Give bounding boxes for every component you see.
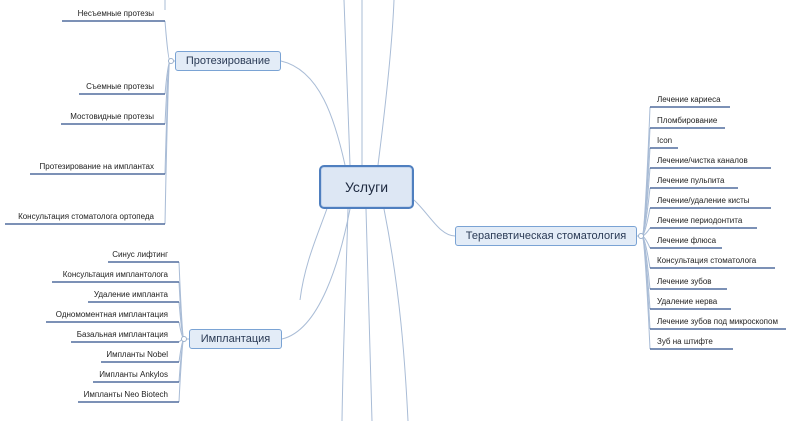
implantation-item[interactable]: Импланты Ankylos [99, 370, 168, 379]
therapy-item[interactable]: Лечение/удаление кисты [657, 196, 750, 205]
implantation-collapse-knob [181, 336, 187, 342]
therapy-item[interactable]: Лечение зубов под микроскопом [657, 317, 778, 326]
connector-offscreen-5 [365, 208, 373, 421]
topic-therapeutic-dentistry[interactable]: Терапевтическая стоматология [455, 226, 637, 246]
therapy-item[interactable]: Лечение зубов [657, 277, 712, 286]
central-topic[interactable]: Услуги [319, 165, 414, 209]
connector-therapy [413, 199, 456, 237]
prosthetics-bracket [164, 20, 171, 62]
prosthetics-collapse-knob [168, 58, 174, 64]
prosthetics-bracket [164, 60, 171, 225]
therapy-item[interactable]: Icon [657, 136, 673, 145]
implantation-item[interactable]: Импланты Neo Biotech [83, 390, 168, 399]
implantation-item[interactable]: Удаление импланта [93, 290, 168, 299]
prosthetics-item[interactable]: Несъемные протезы [77, 9, 154, 18]
implantation-item[interactable]: Синус лифтинг [112, 250, 168, 259]
therapy-item[interactable]: Лечение пульпита [657, 176, 725, 185]
connector-offscreen-4 [341, 208, 349, 421]
prosthetics-item[interactable]: Съемные протезы [86, 82, 154, 91]
therapy-item[interactable]: Удаление нерва [657, 297, 718, 306]
implantation-item[interactable]: Импланты Nobel [106, 350, 168, 359]
therapy-item[interactable]: Лечение кариеса [657, 95, 721, 104]
topic-implantation[interactable]: Имплантация [189, 329, 282, 349]
connector-prosthetics [280, 60, 346, 166]
connector-implantation [281, 208, 351, 340]
therapy-item[interactable]: Зуб на штифте [657, 337, 713, 346]
connector-offscreen-1 [343, 0, 351, 166]
therapy-bracket [641, 235, 651, 350]
therapy-item[interactable]: Консультация стоматолога [657, 256, 757, 265]
implantation-item[interactable]: Консультация имплантолога [62, 270, 168, 279]
connector-offscreen-7 [299, 199, 331, 301]
implantation-item[interactable]: Одномоментная имплантация [55, 310, 168, 319]
topic-prosthetics[interactable]: Протезирование [175, 51, 281, 71]
therapy-item[interactable]: Лечение/чистка каналов [657, 156, 748, 165]
prosthetics-item[interactable]: Протезирование на имплантах [39, 162, 154, 171]
implantation-item[interactable]: Базальная имплантация [76, 330, 168, 339]
connector-offscreen-6 [383, 208, 409, 421]
therapy-item[interactable]: Лечение флюса [657, 236, 717, 245]
therapy-collapse-knob [638, 233, 644, 239]
therapy-item[interactable]: Лечение периодонтита [657, 216, 743, 225]
therapy-item[interactable]: Пломбирование [657, 116, 718, 125]
prosthetics-item[interactable]: Мостовидные протезы [70, 112, 154, 121]
connector-offscreen-3 [377, 0, 395, 166]
prosthetics-item[interactable]: Консультация стоматолога ортопеда [18, 212, 154, 221]
